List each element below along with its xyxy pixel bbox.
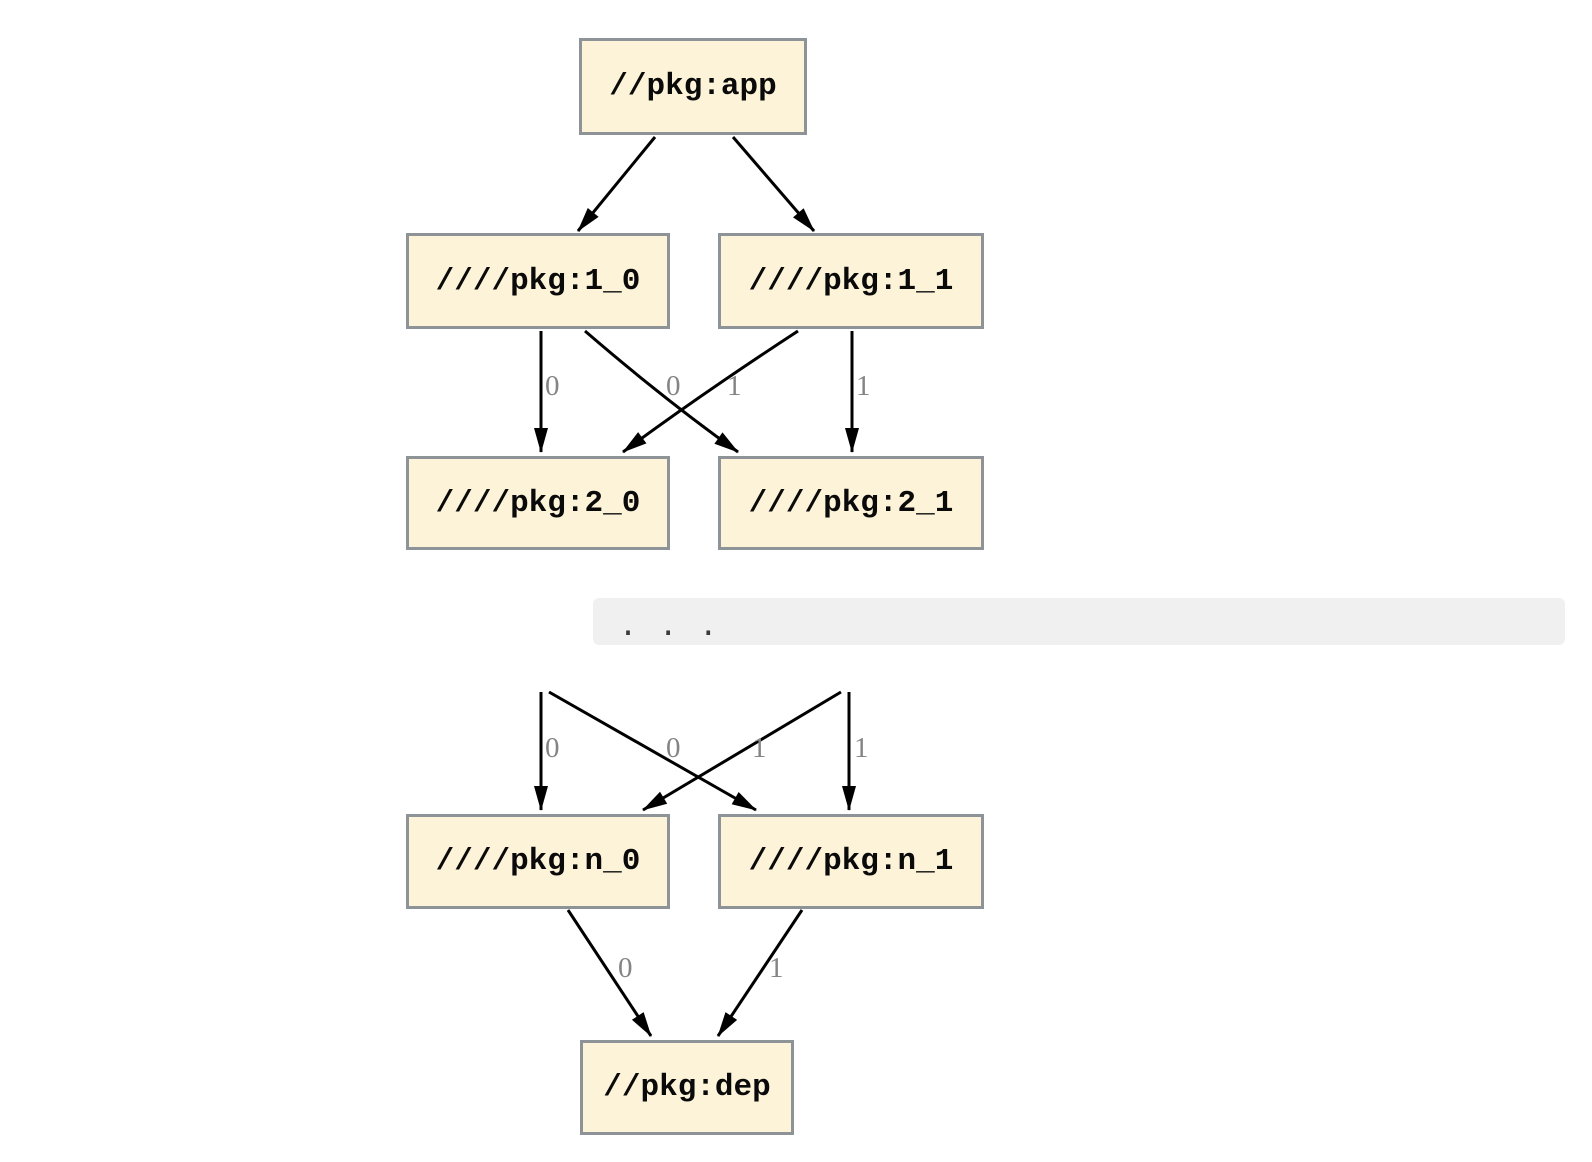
edge-1_1-to-2_0	[622, 329, 799, 454]
edge-label: 1	[752, 732, 767, 764]
ellipsis-dots: . . .	[619, 608, 720, 643]
edge-app-to-1_0	[576, 136, 657, 232]
node-pkg-2_0: ////pkg:2_0	[406, 456, 670, 550]
edge-label: 0	[666, 732, 681, 764]
node-pkg-dep: //pkg:dep	[580, 1040, 794, 1135]
edge-label: 0	[618, 952, 633, 984]
edge-label: 1	[854, 732, 869, 764]
edge-label: 1	[727, 370, 742, 402]
edge-1_0-to-2_1	[584, 329, 739, 454]
edge-n_0-to-dep	[566, 909, 653, 1037]
edge-label: 0	[545, 732, 560, 764]
edge-app-to-1_1	[731, 136, 816, 232]
node-pkg-n_0: ////pkg:n_0	[406, 814, 670, 909]
node-pkg-1_0: ////pkg:1_0	[406, 233, 670, 329]
node-pkg-n_1: ////pkg:n_1	[718, 814, 984, 909]
edge-n_1-to-dep	[716, 909, 804, 1037]
node-pkg-1_1: ////pkg:1_1	[718, 233, 984, 329]
edge-label: 1	[856, 370, 871, 402]
edge-label: 0	[666, 370, 681, 402]
node-pkg-2_1: ////pkg:2_1	[718, 456, 984, 550]
node-pkg-app: //pkg:app	[579, 38, 807, 135]
ellipsis-band: . . .	[593, 598, 1565, 645]
edge-label: 0	[545, 370, 560, 402]
edge-ellipsis-to-n_1-diagonal	[548, 690, 757, 812]
edge-label: 1	[769, 952, 784, 984]
